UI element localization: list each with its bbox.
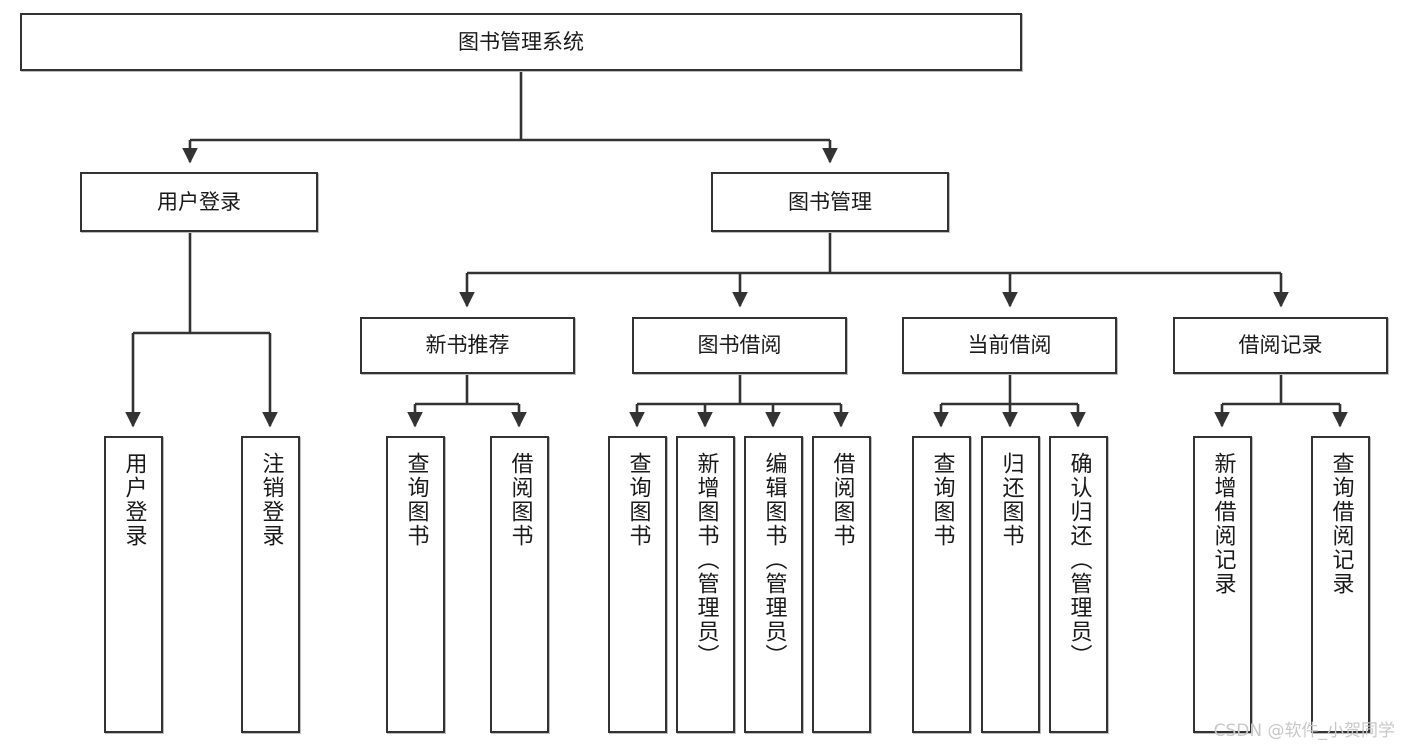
leaf-current-borrow-query-label: 查询图书 bbox=[929, 452, 955, 548]
leaf-current-borrow-query[interactable]: 查询图书 bbox=[912, 436, 971, 733]
leaf-user-login-logout[interactable]: 注销登录 bbox=[241, 436, 300, 733]
leaf-new-book-borrow[interactable]: 借阅图书 bbox=[490, 436, 549, 733]
node-user-login[interactable]: 用户登录 bbox=[80, 172, 318, 232]
node-book-management-label: 图书管理 bbox=[788, 189, 872, 214]
node-new-book-recommend[interactable]: 新书推荐 bbox=[360, 317, 575, 374]
leaf-book-borrow-add[interactable]: 新增图书（管理员） bbox=[676, 436, 735, 733]
leaf-book-borrow-add-label: 新增图书（管理员） bbox=[693, 452, 719, 668]
leaf-borrow-record-add[interactable]: 新增借阅记录 bbox=[1193, 436, 1252, 733]
leaf-book-borrow-borrow-label: 借阅图书 bbox=[829, 452, 855, 548]
leaf-book-borrow-query[interactable]: 查询图书 bbox=[608, 436, 667, 733]
leaf-new-book-query[interactable]: 查询图书 bbox=[386, 436, 445, 733]
leaf-new-book-query-label: 查询图书 bbox=[403, 452, 429, 548]
leaf-book-borrow-edit-label: 编辑图书（管理员） bbox=[761, 452, 787, 668]
node-book-borrow-label: 图书借阅 bbox=[697, 333, 782, 358]
leaf-current-borrow-confirm[interactable]: 确认归还（管理员） bbox=[1049, 436, 1108, 733]
leaf-borrow-record-add-label: 新增借阅记录 bbox=[1210, 452, 1236, 596]
leaf-book-borrow-query-label: 查询图书 bbox=[625, 452, 651, 548]
node-user-login-label: 用户登录 bbox=[157, 189, 241, 214]
node-root-label: 图书管理系统 bbox=[458, 29, 584, 54]
node-book-borrow[interactable]: 图书借阅 bbox=[632, 317, 847, 374]
node-new-book-recommend-label: 新书推荐 bbox=[425, 333, 510, 358]
leaf-borrow-record-query[interactable]: 查询借阅记录 bbox=[1311, 436, 1370, 733]
leaf-book-borrow-edit[interactable]: 编辑图书（管理员） bbox=[744, 436, 803, 733]
leaf-user-login-login[interactable]: 用户登录 bbox=[104, 436, 163, 733]
leaf-user-login-login-label: 用户登录 bbox=[121, 452, 147, 548]
node-borrow-record[interactable]: 借阅记录 bbox=[1173, 317, 1388, 374]
leaf-current-borrow-return[interactable]: 归还图书 bbox=[981, 436, 1040, 733]
leaf-user-login-logout-label: 注销登录 bbox=[258, 452, 284, 548]
node-root[interactable]: 图书管理系统 bbox=[20, 13, 1022, 71]
node-borrow-record-label: 借阅记录 bbox=[1238, 333, 1323, 358]
csdn-watermark: CSDN @软件_小贺同学 bbox=[1213, 721, 1395, 741]
node-current-borrow[interactable]: 当前借阅 bbox=[902, 317, 1117, 374]
leaf-book-borrow-borrow[interactable]: 借阅图书 bbox=[812, 436, 871, 733]
leaf-current-borrow-confirm-label: 确认归还（管理员） bbox=[1066, 452, 1092, 668]
leaf-current-borrow-return-label: 归还图书 bbox=[998, 452, 1024, 548]
leaf-borrow-record-query-label: 查询借阅记录 bbox=[1328, 452, 1354, 596]
node-book-management[interactable]: 图书管理 bbox=[711, 172, 949, 232]
node-current-borrow-label: 当前借阅 bbox=[967, 333, 1052, 358]
leaf-new-book-borrow-label: 借阅图书 bbox=[507, 452, 533, 548]
